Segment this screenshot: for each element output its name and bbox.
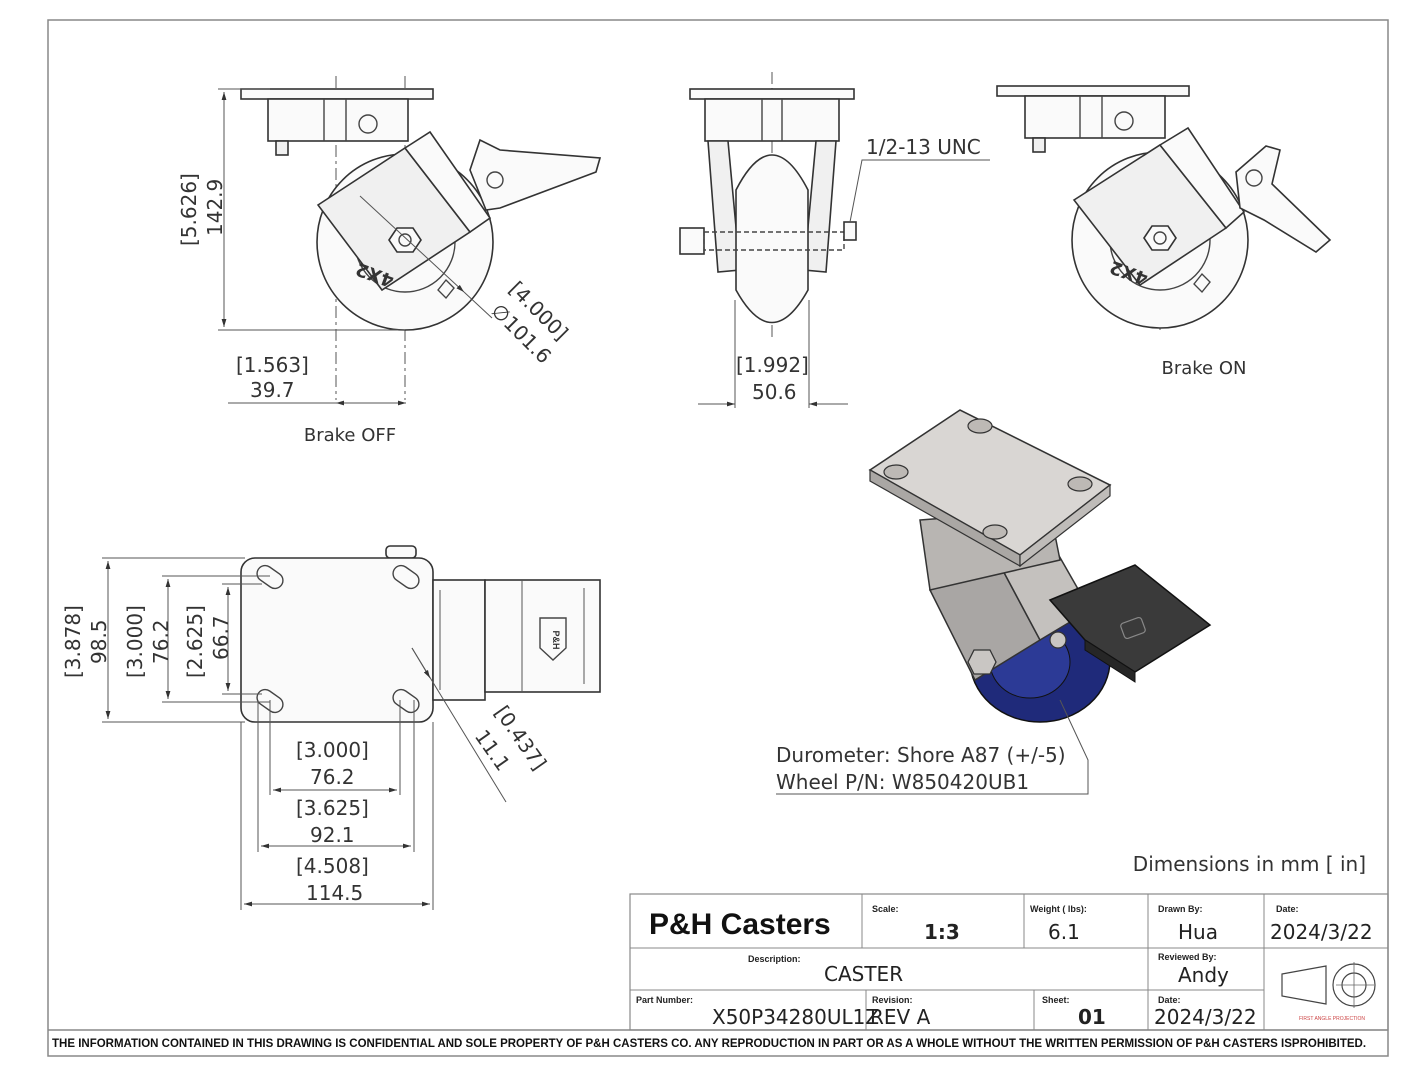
title-block: P&H Casters Scale: 1:3 Weight ( lbs): 6.… xyxy=(629,893,1389,1031)
front-view: 1/2-13 UNC [1.992] 50.6 xyxy=(679,72,990,408)
scale-label: Scale: xyxy=(872,904,899,914)
plate-w-mm-dim: 114.5 xyxy=(306,881,363,905)
offset-inch-dim: [1.563] xyxy=(236,353,309,377)
weight-label: Weight ( lbs): xyxy=(1030,904,1087,914)
date-label: Date: xyxy=(1276,904,1299,914)
brake-on-view: 4X2 Brake ON xyxy=(996,85,1332,379)
hole-w2-mm-dim: 92.1 xyxy=(310,823,355,847)
durometer-note: Durometer: Shore A87 (+/-5) xyxy=(776,743,1066,767)
date-value: 2024/3/22 xyxy=(1270,920,1373,944)
width-mm-dim: 50.6 xyxy=(752,380,797,404)
date2-label: Date: xyxy=(1158,995,1181,1005)
reviewed-label: Reviewed By: xyxy=(1158,952,1217,962)
width-inch-dim: [1.992] xyxy=(736,353,809,377)
hole-h-inch-dim: [3.000] xyxy=(123,605,147,678)
hole-w2-inch-dim: [3.625] xyxy=(296,796,369,820)
projection-caption: FIRST ANGLE PROJECTION xyxy=(1299,1016,1365,1022)
hole-w-mm-dim: 76.2 xyxy=(310,765,355,789)
hole-h2-inch-dim: [2.625] xyxy=(183,605,207,678)
weight-value: 6.1 xyxy=(1048,920,1080,944)
hole-h2-mm-dim: 66.7 xyxy=(209,615,233,660)
sheet-value: 01 xyxy=(1078,1005,1106,1029)
height-inch-dim: [5.626] xyxy=(177,173,201,246)
hole-h-mm-dim: 76.2 xyxy=(149,619,173,664)
brand-name: P&H Casters xyxy=(649,908,831,941)
part-value: X50P34280UL1Z xyxy=(712,1005,879,1029)
projection-symbol: FIRST ANGLE PROJECTION xyxy=(1281,962,1376,1022)
top-view: P&H [3.878] 98.5 [3.000] 76.2 [2.625] 66… xyxy=(61,545,601,910)
thread-callout: 1/2-13 UNC xyxy=(866,135,981,159)
rev-label: Revision: xyxy=(872,995,913,1005)
brake-off-label: Brake OFF xyxy=(304,425,396,446)
brake-on-label: Brake ON xyxy=(1162,358,1247,379)
drawn-label: Drawn By: xyxy=(1158,904,1203,914)
rev-value: REV A xyxy=(870,1005,931,1029)
offset-mm-dim: 39.7 xyxy=(250,378,295,402)
plate-h-inch-dim: [3.878] xyxy=(61,605,85,678)
scale-value: 1:3 xyxy=(924,920,960,944)
units-note: Dimensions in mm [ in] xyxy=(1133,852,1366,876)
wheel-pn-note: Wheel P/N: W850420UB1 xyxy=(776,770,1029,794)
height-mm-dim: 142.9 xyxy=(203,179,227,236)
hole-w-inch-dim: [3.000] xyxy=(296,738,369,762)
sheet-label: Sheet: xyxy=(1042,995,1070,1005)
brake-off-view: 4X2 [5.626] 142.9 [1.563] 39.7 [4.000] ∅… xyxy=(177,76,602,446)
drawn-value: Hua xyxy=(1178,920,1218,944)
logo-text: P&H xyxy=(551,630,561,649)
date2-value: 2024/3/22 xyxy=(1154,1005,1257,1029)
plate-h-mm-dim: 98.5 xyxy=(87,619,111,664)
isometric-view: Durometer: Shore A87 (+/-5) Wheel P/N: W… xyxy=(776,409,1212,795)
sheet-border xyxy=(47,19,1389,1057)
plate-w-inch-dim: [4.508] xyxy=(296,854,369,878)
disclaimer: THE INFORMATION CONTAINED IN THIS DRAWIN… xyxy=(52,1038,1366,1050)
reviewed-value: Andy xyxy=(1178,963,1229,987)
part-label: Part Number: xyxy=(636,995,693,1005)
desc-value: CASTER xyxy=(824,962,903,986)
desc-label: Description: xyxy=(748,954,801,964)
